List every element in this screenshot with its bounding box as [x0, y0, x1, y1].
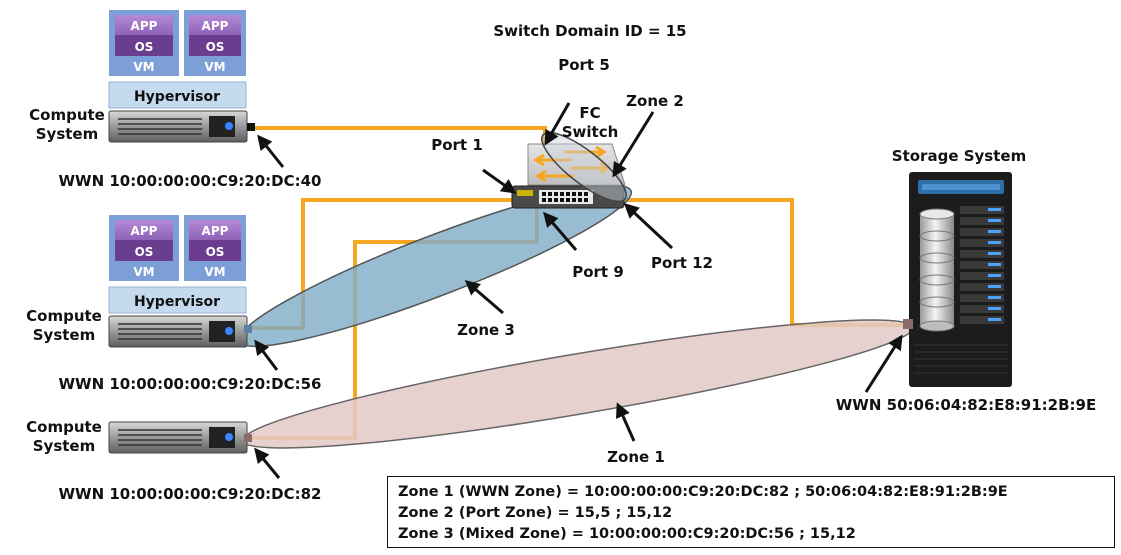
svg-text:OS: OS: [135, 245, 154, 259]
host1-wwn: WWN 10:00:00:00:C9:20:DC:40: [58, 172, 321, 190]
arrow-wwn-host2: [254, 339, 279, 371]
svg-text:Hypervisor: Hypervisor: [134, 294, 220, 310]
arrow-port12: [623, 202, 674, 250]
vm-host1-b: APP OS VM: [184, 10, 246, 76]
arrow-wwn-host1: [257, 134, 285, 168]
svg-text:APP: APP: [202, 224, 229, 238]
zone1-label: Zone 1: [607, 448, 665, 466]
legend-zone2: Zone 2 (Port Zone) = 15,5 ; 15,12: [398, 505, 673, 521]
svg-text:OS: OS: [135, 40, 154, 54]
hypervisor-host2: Hypervisor: [108, 286, 247, 314]
arrow-zone2: [612, 111, 655, 178]
hypervisor-host1: Hypervisor: [108, 81, 247, 109]
arrow-wwn-storage: [864, 334, 903, 393]
callout-arrows: [254, 102, 903, 479]
host1-label-line2: System: [36, 125, 98, 143]
storage-array: [903, 172, 1012, 387]
arrow-zone3: [464, 280, 504, 315]
zone3-label: Zone 3: [457, 321, 515, 339]
host2-label-line1: Compute: [26, 307, 102, 325]
svg-text:OS: OS: [206, 40, 225, 54]
arrow-port1: [482, 168, 517, 194]
storage-wwn: WWN 50:06:04:82:E8:91:2B:9E: [836, 396, 1096, 414]
svg-text:APP: APP: [202, 19, 229, 33]
switch-arrows: [533, 145, 611, 183]
arrow-zone1: [616, 402, 636, 442]
storage-label: Storage System: [892, 147, 1026, 165]
fc-switch-label-line2: Switch: [562, 123, 619, 141]
svg-text:VM: VM: [204, 60, 225, 74]
switch-domain-title: Switch Domain ID = 15: [493, 22, 686, 40]
arrow-port9: [543, 211, 578, 251]
port1-label: Port 1: [431, 136, 483, 154]
host2-wwn: WWN 10:00:00:00:C9:20:DC:56: [58, 375, 321, 393]
port12-label: Port 12: [651, 254, 713, 272]
legend-zone1: Zone 1 (WWN Zone) = 10:00:00:00:C9:20:DC…: [398, 484, 1008, 500]
host3-wwn: WWN 10:00:00:00:C9:20:DC:82: [58, 485, 321, 503]
legend-zone3: Zone 3 (Mixed Zone) = 10:00:00:00:C9:20:…: [398, 526, 856, 542]
svg-text:APP: APP: [131, 19, 158, 33]
server-host2: [108, 315, 252, 348]
svg-text:OS: OS: [206, 245, 225, 259]
svg-text:VM: VM: [133, 60, 154, 74]
host3-label-line1: Compute: [26, 418, 102, 436]
vm-host2-a: APP OS VM: [109, 215, 179, 281]
fc-switch: [511, 143, 626, 209]
svg-text:APP: APP: [131, 224, 158, 238]
fc-switch-label-line1: FC: [579, 104, 600, 122]
port5-label: Port 5: [558, 56, 610, 74]
vm-host2-b: APP OS VM: [184, 215, 246, 281]
zone-legend-box: Zone 1 (WWN Zone) = 10:00:00:00:C9:20:DC…: [387, 476, 1115, 548]
drive-bays: [960, 206, 1004, 324]
host3-label-line2: System: [33, 437, 95, 455]
host2-label-line2: System: [33, 326, 95, 344]
server-host1: [108, 110, 255, 143]
server-host3: [108, 421, 252, 454]
cable-host1-switch: [255, 126, 547, 145]
svg-text:Hypervisor: Hypervisor: [134, 89, 220, 105]
disk-stack: [919, 208, 955, 332]
vm-host1-a: APP OS VM: [109, 10, 179, 76]
svg-text:VM: VM: [133, 265, 154, 279]
zone2-label: Zone 2: [626, 92, 684, 110]
arrow-wwn-host3: [254, 447, 281, 479]
port9-label: Port 9: [572, 263, 624, 281]
svg-text:VM: VM: [204, 265, 225, 279]
zone-2-ellipse: [541, 131, 627, 203]
arrow-port5: [544, 102, 571, 146]
host1-label-line1: Compute: [29, 106, 105, 124]
